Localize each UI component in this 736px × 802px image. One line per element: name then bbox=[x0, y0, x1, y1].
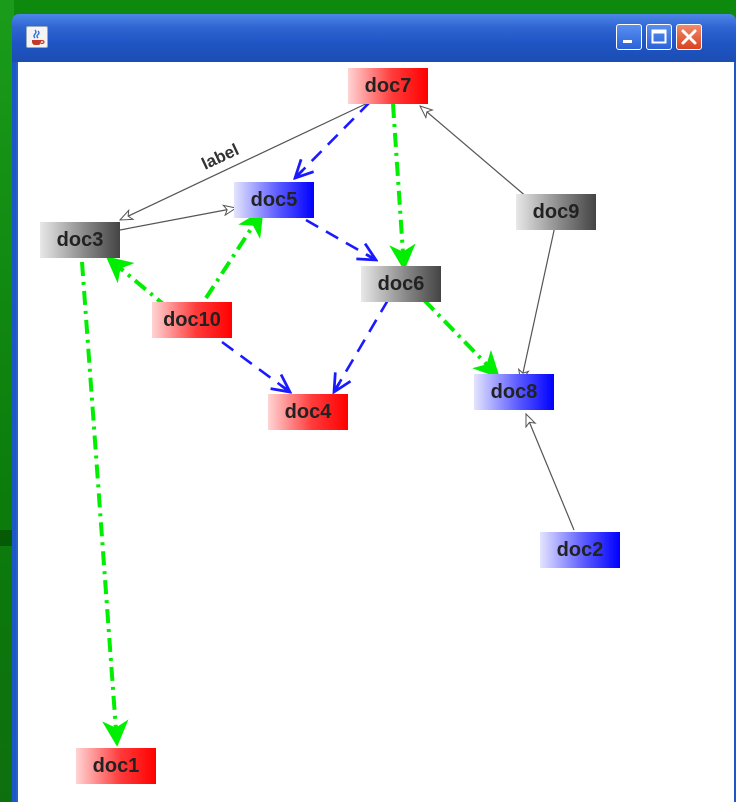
edge-doc10-doc5[interactable] bbox=[204, 212, 264, 300]
window-frame-left bbox=[12, 62, 16, 802]
edge-doc7-doc6[interactable] bbox=[393, 103, 404, 268]
edge-doc6-doc4[interactable] bbox=[334, 299, 390, 392]
java-cup-icon[interactable] bbox=[26, 26, 48, 48]
edge-doc2-doc8[interactable] bbox=[525, 414, 575, 531]
maximize-button[interactable] bbox=[646, 24, 672, 50]
edge-doc9-doc8[interactable] bbox=[521, 225, 556, 382]
edge-doc6-doc8[interactable] bbox=[422, 298, 498, 376]
edge-doc3-doc5[interactable] bbox=[119, 208, 236, 231]
graph-canvas[interactable]: label bbox=[16, 62, 734, 802]
node-doc7[interactable]: doc7 bbox=[348, 68, 428, 104]
title-bar[interactable] bbox=[12, 14, 736, 62]
node-doc1[interactable]: doc1 bbox=[76, 748, 156, 784]
edge-doc3-doc1[interactable] bbox=[80, 261, 117, 744]
minimize-button[interactable] bbox=[616, 24, 642, 50]
edge-doc5-doc6[interactable] bbox=[305, 218, 376, 260]
node-doc3[interactable]: doc3 bbox=[40, 222, 120, 258]
edge-label: label bbox=[199, 140, 242, 174]
edge-doc9-doc7[interactable] bbox=[420, 106, 529, 199]
edge-doc10-doc4[interactable] bbox=[221, 340, 290, 392]
edge-doc7-doc5[interactable] bbox=[295, 101, 371, 178]
edge-doc10-doc3[interactable] bbox=[108, 258, 170, 310]
node-doc9[interactable]: doc9 bbox=[516, 194, 596, 230]
node-doc6[interactable]: doc6 bbox=[361, 266, 441, 302]
close-icon bbox=[681, 29, 697, 45]
node-doc5[interactable]: doc5 bbox=[234, 182, 314, 218]
node-doc10[interactable]: doc10 bbox=[152, 302, 232, 338]
maximize-icon bbox=[651, 29, 667, 44]
desktop-taskbar-fragment bbox=[0, 530, 14, 546]
desktop-background bbox=[0, 0, 14, 802]
graph-edges-layer: label bbox=[80, 99, 575, 802]
node-doc2[interactable]: doc2 bbox=[540, 532, 620, 568]
node-doc8[interactable]: doc8 bbox=[474, 374, 554, 410]
minimize-icon bbox=[623, 40, 632, 43]
node-doc4[interactable]: doc4 bbox=[268, 394, 348, 430]
close-button[interactable] bbox=[676, 24, 702, 50]
application-window: label bbox=[12, 14, 736, 802]
window-frame-right bbox=[732, 62, 736, 802]
edge-doc7-doc3[interactable] bbox=[120, 99, 375, 220]
